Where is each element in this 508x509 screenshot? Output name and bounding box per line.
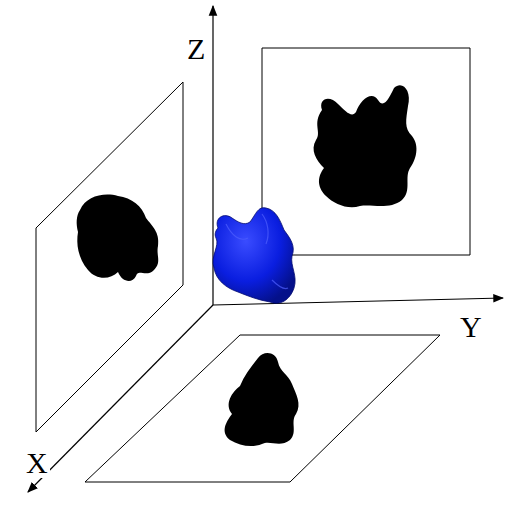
axes bbox=[28, 6, 503, 492]
yz-plane bbox=[262, 48, 470, 300]
yz-silhouette bbox=[314, 85, 417, 207]
axis-label: X bbox=[24, 448, 50, 478]
xz-silhouette bbox=[77, 195, 159, 281]
axis-label: Y bbox=[458, 312, 484, 342]
blue-object-highlights bbox=[226, 214, 288, 289]
axis-label: Z bbox=[185, 34, 207, 64]
xy-silhouette bbox=[225, 353, 299, 446]
xz-plane bbox=[36, 82, 183, 432]
xy-plane bbox=[85, 335, 440, 482]
blue-object bbox=[213, 208, 295, 304]
